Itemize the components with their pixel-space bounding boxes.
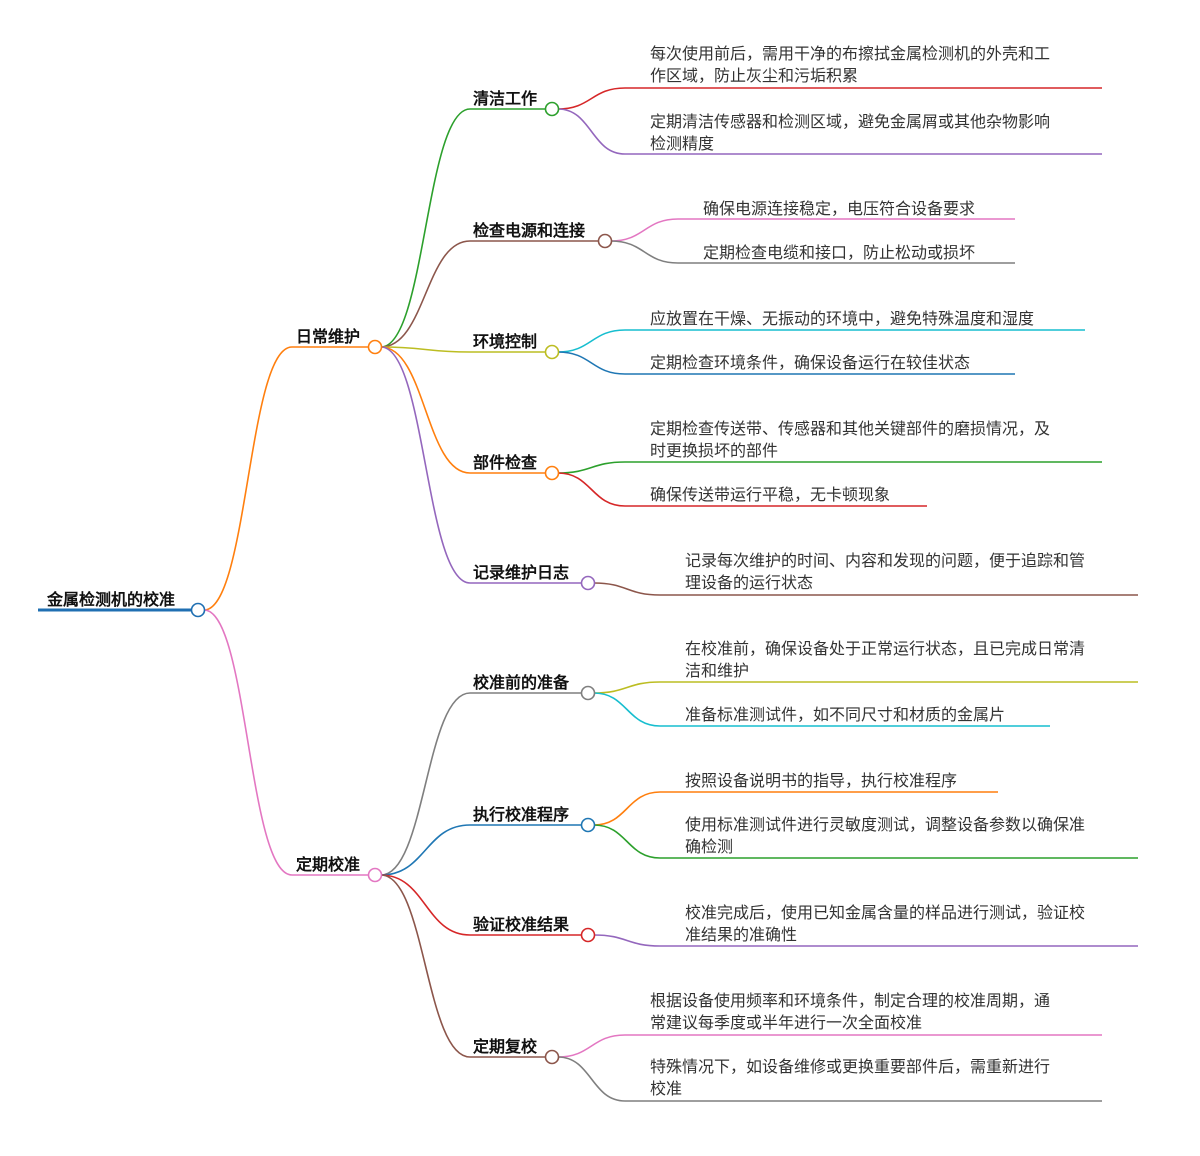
topic-node-circle[interactable]	[580, 817, 596, 833]
topic-label-recalibration[interactable]: 定期复校	[473, 1037, 538, 1056]
leaf-connector	[557, 108, 626, 155]
leaf-connector	[610, 240, 679, 264]
topic-node-circle[interactable]	[580, 927, 596, 943]
leaf-connector	[593, 681, 661, 694]
topic-connector	[380, 824, 471, 876]
leaf-text: 准备标准测试件，如不同尺寸和材质的金属片	[685, 705, 1006, 724]
branch-connector	[203, 609, 293, 876]
topic-label-environment[interactable]: 环境控制	[473, 332, 538, 351]
topic-node-circle[interactable]	[544, 465, 560, 481]
branch-label-daily-maintenance[interactable]: 日常维护	[296, 327, 361, 346]
leaf-text: 应放置在干燥、无振动的环境中，避免特殊温度和湿度	[650, 309, 1035, 328]
leaf-text: 按照设备说明书的指导，执行校准程序	[685, 771, 958, 790]
topic-label-calibration-prep[interactable]: 校准前的准备	[473, 673, 570, 692]
root-node-circle[interactable]	[190, 602, 206, 618]
leaf-connector	[557, 472, 626, 507]
topic-node-circle[interactable]	[544, 344, 560, 360]
leaf-connector	[557, 329, 626, 353]
leaf-text: 使用标准测试件进行灵敏度测试，调整设备参数以确保准 确检测	[685, 815, 1086, 856]
leaf-connector	[557, 461, 626, 474]
leaf-connector	[593, 791, 661, 826]
topic-connector	[380, 874, 471, 936]
topic-label-cleaning[interactable]: 清洁工作	[473, 89, 538, 108]
topic-connector	[380, 240, 471, 348]
topic-connector	[380, 346, 471, 474]
leaf-connector	[557, 1034, 626, 1058]
topic-connector	[380, 692, 471, 876]
topic-connector	[380, 346, 471, 584]
branch-node-circle[interactable]	[367, 867, 383, 883]
topic-connector	[380, 874, 471, 1058]
topic-node-circle[interactable]	[544, 101, 560, 117]
topic-node-circle[interactable]	[580, 575, 596, 591]
branch-connector	[203, 346, 293, 611]
leaf-connector	[557, 87, 626, 110]
branch-node-circle[interactable]	[367, 339, 383, 355]
topic-label-parts-check[interactable]: 部件检查	[473, 453, 538, 472]
topic-connector	[380, 346, 471, 353]
topic-label-run-calibration[interactable]: 执行校准程序	[473, 805, 570, 824]
leaf-connector	[557, 1056, 626, 1102]
topic-connector	[380, 108, 471, 348]
leaf-text: 校准完成后，使用已知金属含量的样品进行测试，验证校 准结果的准确性	[685, 903, 1086, 944]
leaf-connector	[593, 934, 661, 947]
root-node-label[interactable]: 金属检测机的校准	[47, 590, 176, 609]
leaf-text: 定期检查传送带、传感器和其他关键部件的磨损情况，及 时更换损坏的部件	[650, 419, 1051, 460]
leaf-text: 记录每次维护的时间、内容和发现的问题，便于追踪和管 理设备的运行状态	[685, 551, 1086, 592]
topic-label-power-check[interactable]: 检查电源和连接	[473, 221, 586, 240]
topic-label-verify-result[interactable]: 验证校准结果	[473, 915, 570, 934]
leaf-text: 确保传送带运行平稳，无卡顿现象	[650, 485, 891, 504]
leaf-text: 确保电源连接稳定，电压符合设备要求	[703, 199, 976, 218]
leaf-text: 在校准前，确保设备处于正常运行状态，且已完成日常清 洁和维护	[685, 639, 1086, 680]
leaf-text: 定期清洁传感器和检测区域，避免金属屑或其他杂物影响 检测精度	[650, 112, 1051, 153]
leaf-text: 定期检查电缆和接口，防止松动或损坏	[703, 243, 976, 262]
leaf-text: 特殊情况下，如设备维修或更换重要部件后，需重新进行 校准	[650, 1057, 1051, 1098]
leaf-connector	[593, 692, 661, 727]
leaf-connector	[593, 582, 661, 596]
topic-node-circle[interactable]	[580, 685, 596, 701]
topic-node-circle[interactable]	[544, 1049, 560, 1065]
leaf-text: 每次使用前后，需用干净的布擦拭金属检测机的外壳和工 作区域，防止灰尘和污垢积累	[650, 44, 1051, 85]
leaf-connector	[557, 351, 626, 375]
topic-node-circle[interactable]	[597, 233, 613, 249]
leaf-connector	[610, 218, 679, 242]
topic-label-maintenance-log[interactable]: 记录维护日志	[473, 563, 570, 582]
leaf-text: 定期检查环境条件，确保设备运行在较佳状态	[650, 353, 971, 372]
branch-label-periodic-calibration[interactable]: 定期校准	[296, 855, 361, 874]
leaf-connector	[593, 824, 661, 859]
leaf-text: 根据设备使用频率和环境条件，制定合理的校准周期，通 常建议每季度或半年进行一次全…	[650, 991, 1051, 1032]
